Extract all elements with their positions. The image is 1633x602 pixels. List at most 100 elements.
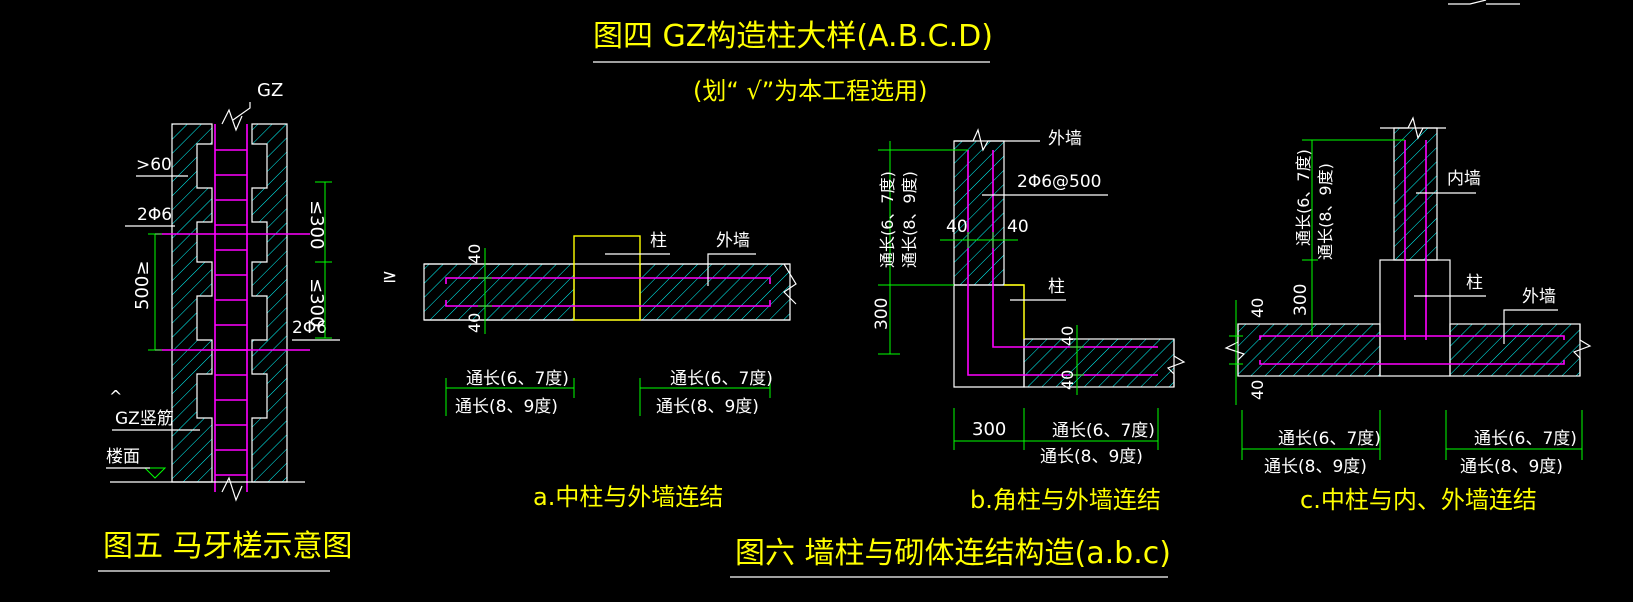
fig5-break-bottom	[221, 476, 243, 502]
fig5-gz-label: GZ	[257, 80, 283, 101]
fig6c-int-wall	[1393, 127, 1438, 261]
fig6-title: 图六 墙柱与砌体连结构造(a.b.c)	[735, 536, 1171, 571]
fig5-break-top	[221, 108, 243, 132]
fig6a-left-bottom-dim	[445, 378, 575, 416]
fig6b-break-right	[1166, 339, 1186, 387]
fig6c-right-bottom-dim	[1445, 410, 1583, 460]
fig6b-col-label: 柱	[1048, 277, 1065, 297]
fig6b-d40-l: 40	[946, 217, 968, 237]
fig5-caret: ^	[109, 387, 122, 406]
fig6c-ext-wall-left	[1237, 323, 1381, 377]
fig6a-caption: a.中柱与外墙连结	[533, 483, 723, 511]
fig6a-wall-left	[423, 263, 575, 321]
fig6a-d40-top: 40	[465, 244, 484, 264]
fig5-stirrups	[215, 149, 247, 476]
fig6a-ge-mark: ≥	[382, 266, 397, 287]
fig6a-rebar-bottom	[445, 300, 771, 307]
fig6b-v89: 通长(8、9度)	[900, 171, 919, 268]
fig6c-rebar-int	[1404, 140, 1427, 340]
fig6a-left-67: 通长(6、7度)	[466, 369, 569, 389]
figure4-title: 图四 GZ构造柱大样(A.B.C.D)	[593, 19, 993, 54]
fig6b-caption: b.角柱与外墙连结	[970, 486, 1161, 514]
fig6b-d300-v: 300	[872, 298, 892, 330]
fig6b-h89: 通长(8、9度)	[1040, 447, 1143, 467]
fig6c-extwall-label: 外墙	[1522, 287, 1556, 307]
fig6b-bottom-dims	[953, 408, 1159, 450]
fig6b-wall-vertical	[953, 140, 1005, 286]
fig6c-v89: 通长(8、9度)	[1316, 163, 1335, 260]
fig6c-d40-up: 40	[1248, 298, 1267, 318]
fig6c-ext-wall-right	[1449, 323, 1581, 377]
fig6b-d40-up: 40	[1058, 326, 1077, 346]
fig6a-extwall-label: 外墙	[716, 231, 750, 251]
fig6c-break-top	[1380, 116, 1446, 140]
fig6c-caption: c.中柱与内、外墙连结	[1300, 486, 1537, 514]
corner-mark	[1448, 0, 1520, 5]
fig6a-d40-bot: 40	[465, 313, 484, 333]
fig6b-rebar-label: 2Φ6@500	[1017, 172, 1101, 192]
fig6c-break-left	[1224, 324, 1246, 376]
fig6b-d40-dn: 40	[1058, 370, 1077, 390]
fig6a-right-67: 通长(6、7度)	[670, 369, 773, 389]
fig6c-extwall-leader	[1503, 309, 1558, 344]
fig6a-wall-right	[639, 263, 791, 321]
fig6c-col-label: 柱	[1466, 273, 1483, 293]
fig5-title: 图五 马牙槎示意图	[103, 529, 353, 564]
fig6a-right-bottom-dim	[639, 378, 771, 416]
fig6b-rebar-outer	[967, 150, 1158, 376]
fig6c-vertical-dims	[1302, 139, 1405, 336]
fig6b-top-40-dims	[940, 232, 1018, 248]
figure5-toothed-column: GZ >60 2Φ6 2Φ6 ≤300 ≤300 500≥ ^ GZ竖筋 楼面 …	[98, 80, 353, 572]
fig6a-right-89: 通长(8、9度)	[656, 397, 759, 417]
fig5-dim-300-a: ≤300	[306, 200, 327, 249]
fig6b-v67: 通长(6、7度)	[878, 171, 897, 268]
figure6-title-block: 图六 墙柱与砌体连结构造(a.b.c)	[730, 536, 1171, 578]
fig6c-d300: 300	[1291, 284, 1311, 316]
fig5-floor-label: 楼面	[106, 447, 140, 467]
fig6a-break-right	[783, 263, 797, 305]
fig5-right-wall	[251, 123, 288, 483]
figure6b-corner-column-exterior-wall: 外墙 2Φ6@500 40 40 柱 通长(6、7度) 通长(8、9度) 300…	[872, 128, 1186, 514]
fig6c-v67: 通长(6、7度)	[1294, 149, 1313, 246]
fig6b-h67: 通长(6、7度)	[1052, 421, 1155, 441]
fig6a-dim-40	[478, 248, 492, 334]
figure4-title-block: 图四 GZ构造柱大样(A.B.C.D) (划“ √”为本工程选用)	[593, 0, 1520, 105]
fig6c-d40-dn: 40	[1248, 380, 1267, 400]
fig6b-rebar-inner	[992, 150, 1158, 348]
fig5-gz-leader	[232, 102, 251, 121]
fig6c-left-bottom-dim	[1241, 410, 1381, 460]
fig6c-rebar-top	[1259, 335, 1565, 340]
fig6b-d40-r: 40	[1007, 217, 1029, 237]
fig5-dim-300-b: ≤300	[306, 278, 327, 327]
fig6a-extwall-leader	[707, 253, 756, 286]
fig5-gt60-label: >60	[136, 155, 172, 175]
fig6a-rebar-top	[445, 277, 771, 284]
figure6a-middle-column-exterior-wall: ≥ 40 40 柱 外墙 通长(6、7度) 通长(8、9度	[382, 231, 797, 511]
fig6b-column-edge	[1004, 284, 1025, 339]
fig6c-right-67: 通长(6、7度)	[1474, 429, 1577, 449]
fig5-right-dims	[315, 181, 332, 339]
fig6c-break-right	[1572, 324, 1592, 376]
fig6c-40-dims	[1229, 300, 1243, 405]
fig6b-right-40-dims	[1070, 325, 1084, 395]
fig6b-d300-h: 300	[972, 419, 1006, 440]
fig6b-extwall-label: 外墙	[1048, 129, 1082, 149]
fig6c-right-89: 通长(8、9度)	[1460, 457, 1563, 477]
fig6b-break-top	[954, 128, 1040, 152]
fig6c-rebar-bottom	[1259, 360, 1565, 365]
figure6c-middle-column-interior-exterior-wall: 内墙 柱 外墙 通长(6、7度) 通长(8、9度) 300 40 40 通长(6…	[1224, 116, 1592, 514]
fig6a-left-89: 通长(8、9度)	[455, 397, 558, 417]
fig5-left-wall	[171, 123, 213, 483]
figure4-subtitle: (划“ √”为本工程选用)	[693, 77, 928, 105]
fig5-gz-bars-label: GZ竖筋	[115, 409, 174, 429]
fig5-left-dim	[148, 233, 162, 351]
fig6c-left-89: 通长(8、9度)	[1264, 457, 1367, 477]
fig6c-int-wall-label: 内墙	[1447, 169, 1481, 189]
fig6c-left-67: 通长(6、7度)	[1278, 429, 1381, 449]
fig6b-left-vertical-dims	[878, 141, 968, 355]
fig6c-column	[1379, 259, 1451, 377]
fig5-dim-500: 500≥	[132, 261, 153, 310]
fig5-phi6-bottom: 2Φ6	[292, 318, 327, 338]
fig6a-col-label: 柱	[650, 231, 667, 251]
